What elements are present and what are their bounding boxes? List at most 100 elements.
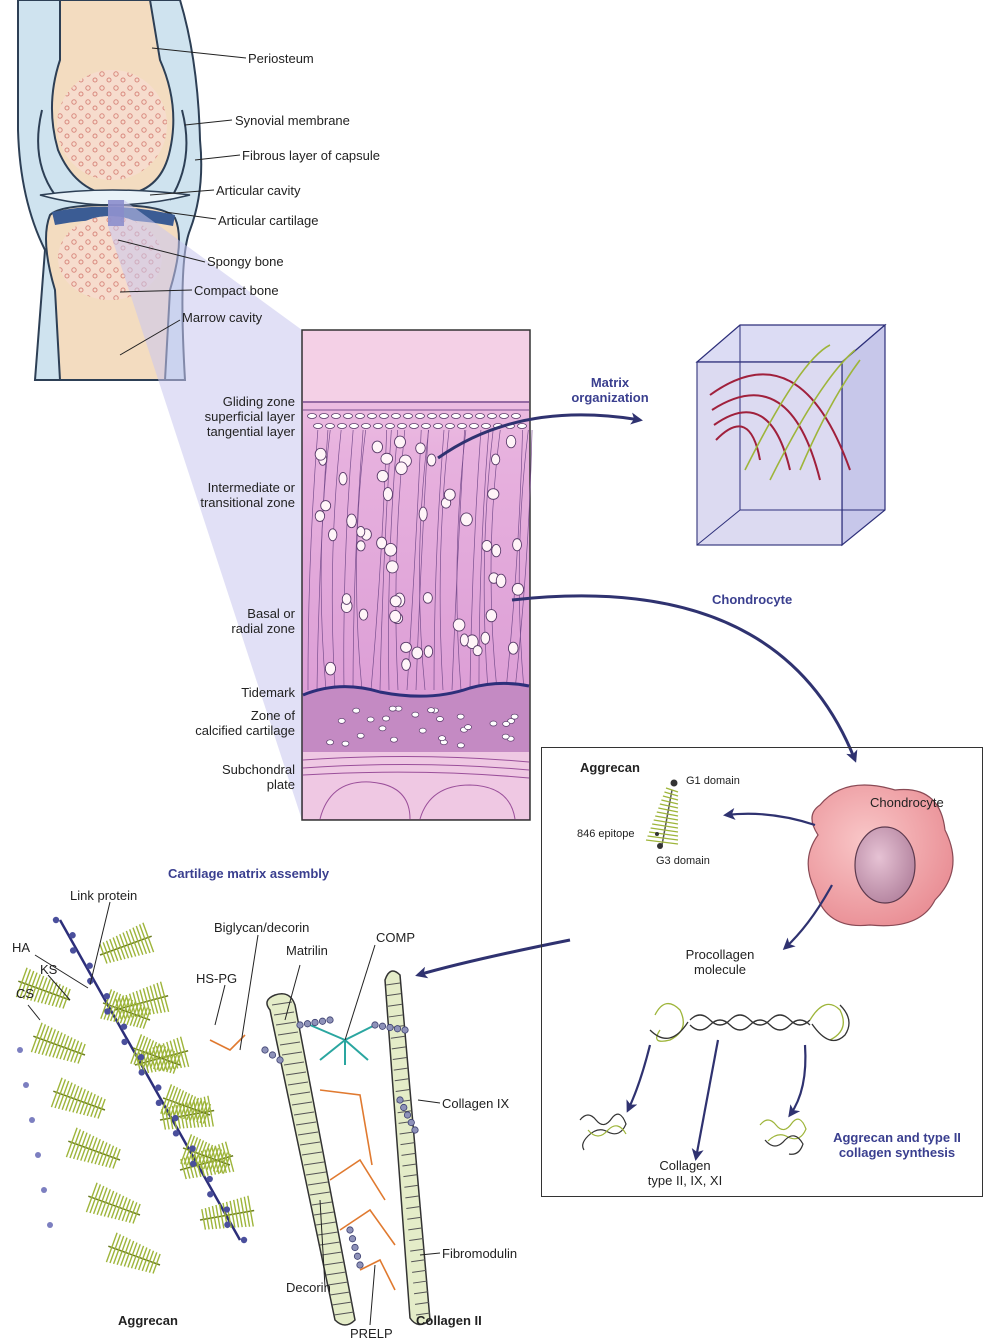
- aggrecan-monomer: [100, 923, 154, 964]
- chondrocyte-dot: [424, 646, 432, 658]
- link-protein-dot: [190, 1161, 196, 1167]
- tangential-chondrocyte: [356, 414, 365, 419]
- chondrocyte-dot: [496, 574, 506, 587]
- ks-dot: [41, 1187, 47, 1193]
- link-protein-dot: [139, 1069, 145, 1075]
- collagen-ix-bead: [412, 1127, 418, 1133]
- gag-chain: [84, 1092, 92, 1115]
- gag-chain: [78, 1044, 85, 1064]
- tangential-chondrocyte: [512, 414, 521, 419]
- label-aggrecan-title: Aggrecan: [580, 760, 640, 775]
- calcified-cell: [353, 708, 360, 713]
- comp-bead: [372, 1022, 378, 1028]
- chondrocyte-dot: [347, 514, 357, 528]
- gag-chain: [106, 1146, 114, 1167]
- chondrocyte-dot: [506, 435, 515, 447]
- chondrocyte-dot: [357, 526, 365, 537]
- tangential-chondrocyte: [422, 424, 431, 429]
- chondrocyte-dot: [402, 659, 411, 671]
- chondrocyte-dot: [423, 593, 432, 604]
- link-protein-dot: [224, 1206, 230, 1212]
- chondrocyte-dot: [390, 596, 401, 607]
- tangential-chondrocyte: [320, 414, 329, 419]
- gag-chain: [119, 1197, 127, 1220]
- chondrocyte-dot: [328, 529, 336, 541]
- chondrocyte-dot: [401, 642, 412, 652]
- tangential-chondrocyte: [338, 424, 347, 429]
- link-protein-dot: [155, 1084, 161, 1090]
- ha-backbone-1: [60, 920, 240, 1240]
- calcified-cell: [390, 737, 397, 742]
- tangential-chondrocyte: [380, 414, 389, 419]
- collagen-ix-bead: [397, 1097, 403, 1103]
- label-periosteum: Periosteum: [248, 51, 314, 66]
- calcified-cell: [383, 716, 390, 721]
- gag-chain: [87, 1094, 95, 1116]
- calcified-cell: [379, 726, 386, 731]
- comp-bead: [394, 1026, 400, 1032]
- tangential-chondrocyte: [344, 414, 353, 419]
- gag-chain: [103, 942, 110, 962]
- label-link-protein: Link protein: [70, 888, 137, 903]
- label-g3-domain: G3 domain: [656, 854, 710, 869]
- ks-dot: [17, 1047, 23, 1053]
- label-aggrecan-synthesis: Aggrecan and type IIcollagen synthesis: [812, 1130, 982, 1160]
- chondrocyte-dot: [377, 470, 388, 481]
- chondrocyte-arrow: [512, 596, 855, 760]
- calcified-cell: [342, 741, 349, 746]
- hspg-bead: [262, 1047, 268, 1053]
- tangential-chondrocyte: [392, 414, 401, 419]
- link-protein-dot: [70, 947, 76, 953]
- calcified-cell: [465, 725, 472, 730]
- gag-chain: [115, 1196, 123, 1219]
- calcified-cell: [503, 721, 510, 726]
- calcified-cell: [419, 728, 426, 733]
- label-articular-cartilage: Articular cartilage: [218, 213, 318, 228]
- chondrocyte-dot: [396, 462, 408, 475]
- calcified-cell: [436, 717, 443, 722]
- chondrocyte-dot: [461, 513, 473, 526]
- label-matrix-organization: Matrixorganization: [560, 375, 660, 405]
- aggrecan-monomer: [86, 1183, 140, 1224]
- comp-molecule: [310, 1025, 375, 1065]
- gag-chain: [109, 1147, 116, 1167]
- chondrocyte-dot: [325, 662, 335, 675]
- link-protein-dot: [224, 1222, 230, 1228]
- tangential-chondrocyte: [308, 414, 317, 419]
- gag-chain: [80, 1091, 88, 1114]
- chondrocyte-dot: [460, 634, 468, 646]
- hspg-bead: [269, 1052, 275, 1058]
- gag-chain: [139, 1247, 147, 1270]
- ks-dot: [23, 1082, 29, 1088]
- calcified-cell: [412, 712, 419, 717]
- tangential-chondrocyte: [314, 424, 323, 429]
- gag-chain: [112, 1194, 121, 1218]
- link-protein-dot: [189, 1145, 195, 1151]
- chondrocyte-dot: [412, 647, 423, 659]
- label-spongy-bone: Spongy bone: [207, 254, 284, 269]
- chondrocyte-dot: [339, 472, 347, 484]
- gag-chain: [59, 987, 66, 1007]
- label-chondrocyte-title: Chondrocyte: [712, 592, 792, 607]
- chondrocyte-dot: [482, 540, 492, 551]
- tangential-chondrocyte: [398, 424, 407, 429]
- gag-chain: [67, 1039, 75, 1061]
- label-compact-bone: Compact bone: [194, 283, 279, 298]
- chondrocyte-dot: [512, 583, 523, 595]
- gag-chain: [126, 1201, 134, 1222]
- label-g1-domain: G1 domain: [686, 774, 740, 789]
- chondrocyte-dot: [486, 610, 497, 622]
- gag-chain: [91, 1096, 99, 1117]
- tangential-chondrocyte: [500, 414, 509, 419]
- gag-chain: [113, 1149, 120, 1169]
- gag-chain: [42, 979, 51, 1003]
- subchondral-plate: [303, 752, 529, 819]
- label-basal-zone: Basal orradial zone: [231, 606, 295, 636]
- tangential-chondrocyte: [410, 424, 419, 429]
- tangential-chondrocyte: [464, 414, 473, 419]
- chondrocyte-dot: [473, 646, 482, 656]
- tangential-chondrocyte: [446, 424, 455, 429]
- label-ks: KS: [40, 962, 57, 977]
- label-synovial-membrane: Synovial membrane: [235, 113, 350, 128]
